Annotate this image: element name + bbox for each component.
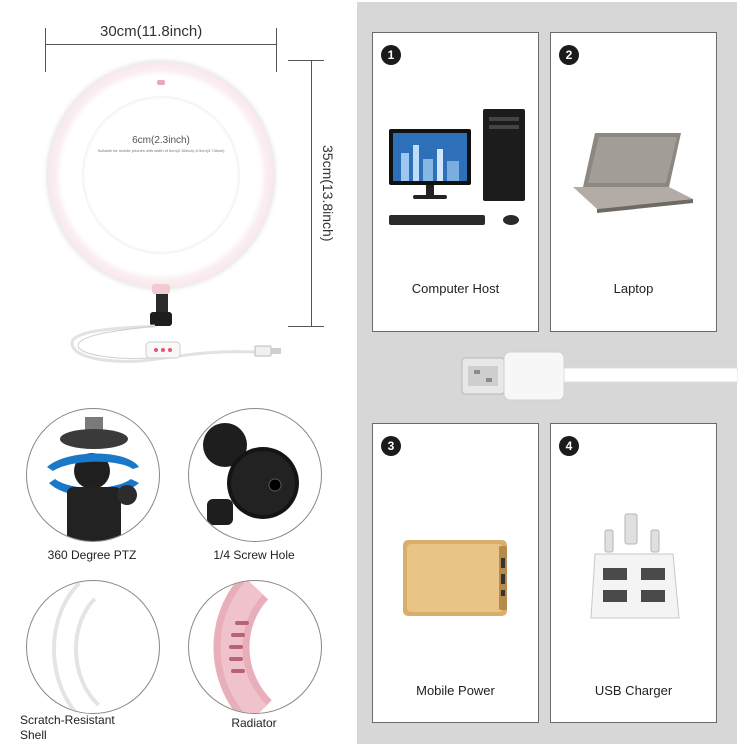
feature-screw-hole-image	[188, 408, 322, 542]
option-label-mobile-power: Mobile Power	[416, 683, 495, 698]
feature-shell-image	[26, 580, 160, 714]
screw-hole-icon	[203, 423, 299, 525]
power-option-card-computer: 1 Computer Host	[372, 32, 539, 332]
feature-radiator-image	[188, 580, 322, 714]
width-dimension-line	[45, 44, 277, 45]
usb-charger-icon	[590, 513, 680, 619]
width-label: 30cm(11.8inch)	[100, 23, 203, 40]
feature-label-radiator: Radiator	[231, 716, 277, 730]
option-label-laptop: Laptop	[613, 281, 654, 296]
inner-diameter-label: 6cm(2.3inch)	[132, 135, 190, 146]
feature-ptz-image	[26, 408, 160, 542]
feature-label-shell: Scratch-Resistant Shell	[20, 713, 115, 742]
option-number-badge: 1	[381, 45, 401, 65]
power-option-card-mobile-power: 3 Mobile Power	[372, 423, 539, 723]
radiator-icon	[213, 581, 273, 713]
mount-and-cable-icon	[70, 284, 281, 363]
width-dimension-tick-right	[276, 28, 277, 72]
height-label: 35cm(13.8inch)	[320, 145, 336, 242]
feature-label-ptz: 360 Degree PTZ	[47, 548, 137, 562]
power-option-card-usb-charger: 4 USB Charger	[550, 423, 717, 723]
option-label-usb-charger: USB Charger	[594, 683, 673, 698]
ball-head-icon	[47, 417, 139, 541]
option-number-badge: 4	[559, 436, 579, 456]
feature-label-screw-hole: 1/4 Screw Hole	[213, 548, 295, 562]
inner-diameter-subtext: Suitable for mobile phones with width of…	[97, 148, 225, 153]
laptop-icon	[573, 133, 693, 213]
usb-cable-icon	[461, 351, 738, 401]
height-dimension-line	[311, 60, 312, 326]
option-number-badge: 3	[381, 436, 401, 456]
ring-sensor	[157, 80, 165, 85]
option-label-computer-host: Computer Host	[411, 281, 500, 296]
power-option-card-laptop: 2 Laptop	[550, 32, 717, 332]
width-dimension-tick-left	[45, 28, 46, 72]
ring-shell-icon	[52, 581, 101, 713]
desktop-computer-icon	[389, 109, 525, 225]
height-dimension-tick-top	[288, 60, 324, 61]
power-bank-icon	[403, 540, 507, 616]
option-number-badge: 2	[559, 45, 579, 65]
height-dimension-tick-bottom	[288, 326, 324, 327]
ring-center	[82, 96, 240, 254]
